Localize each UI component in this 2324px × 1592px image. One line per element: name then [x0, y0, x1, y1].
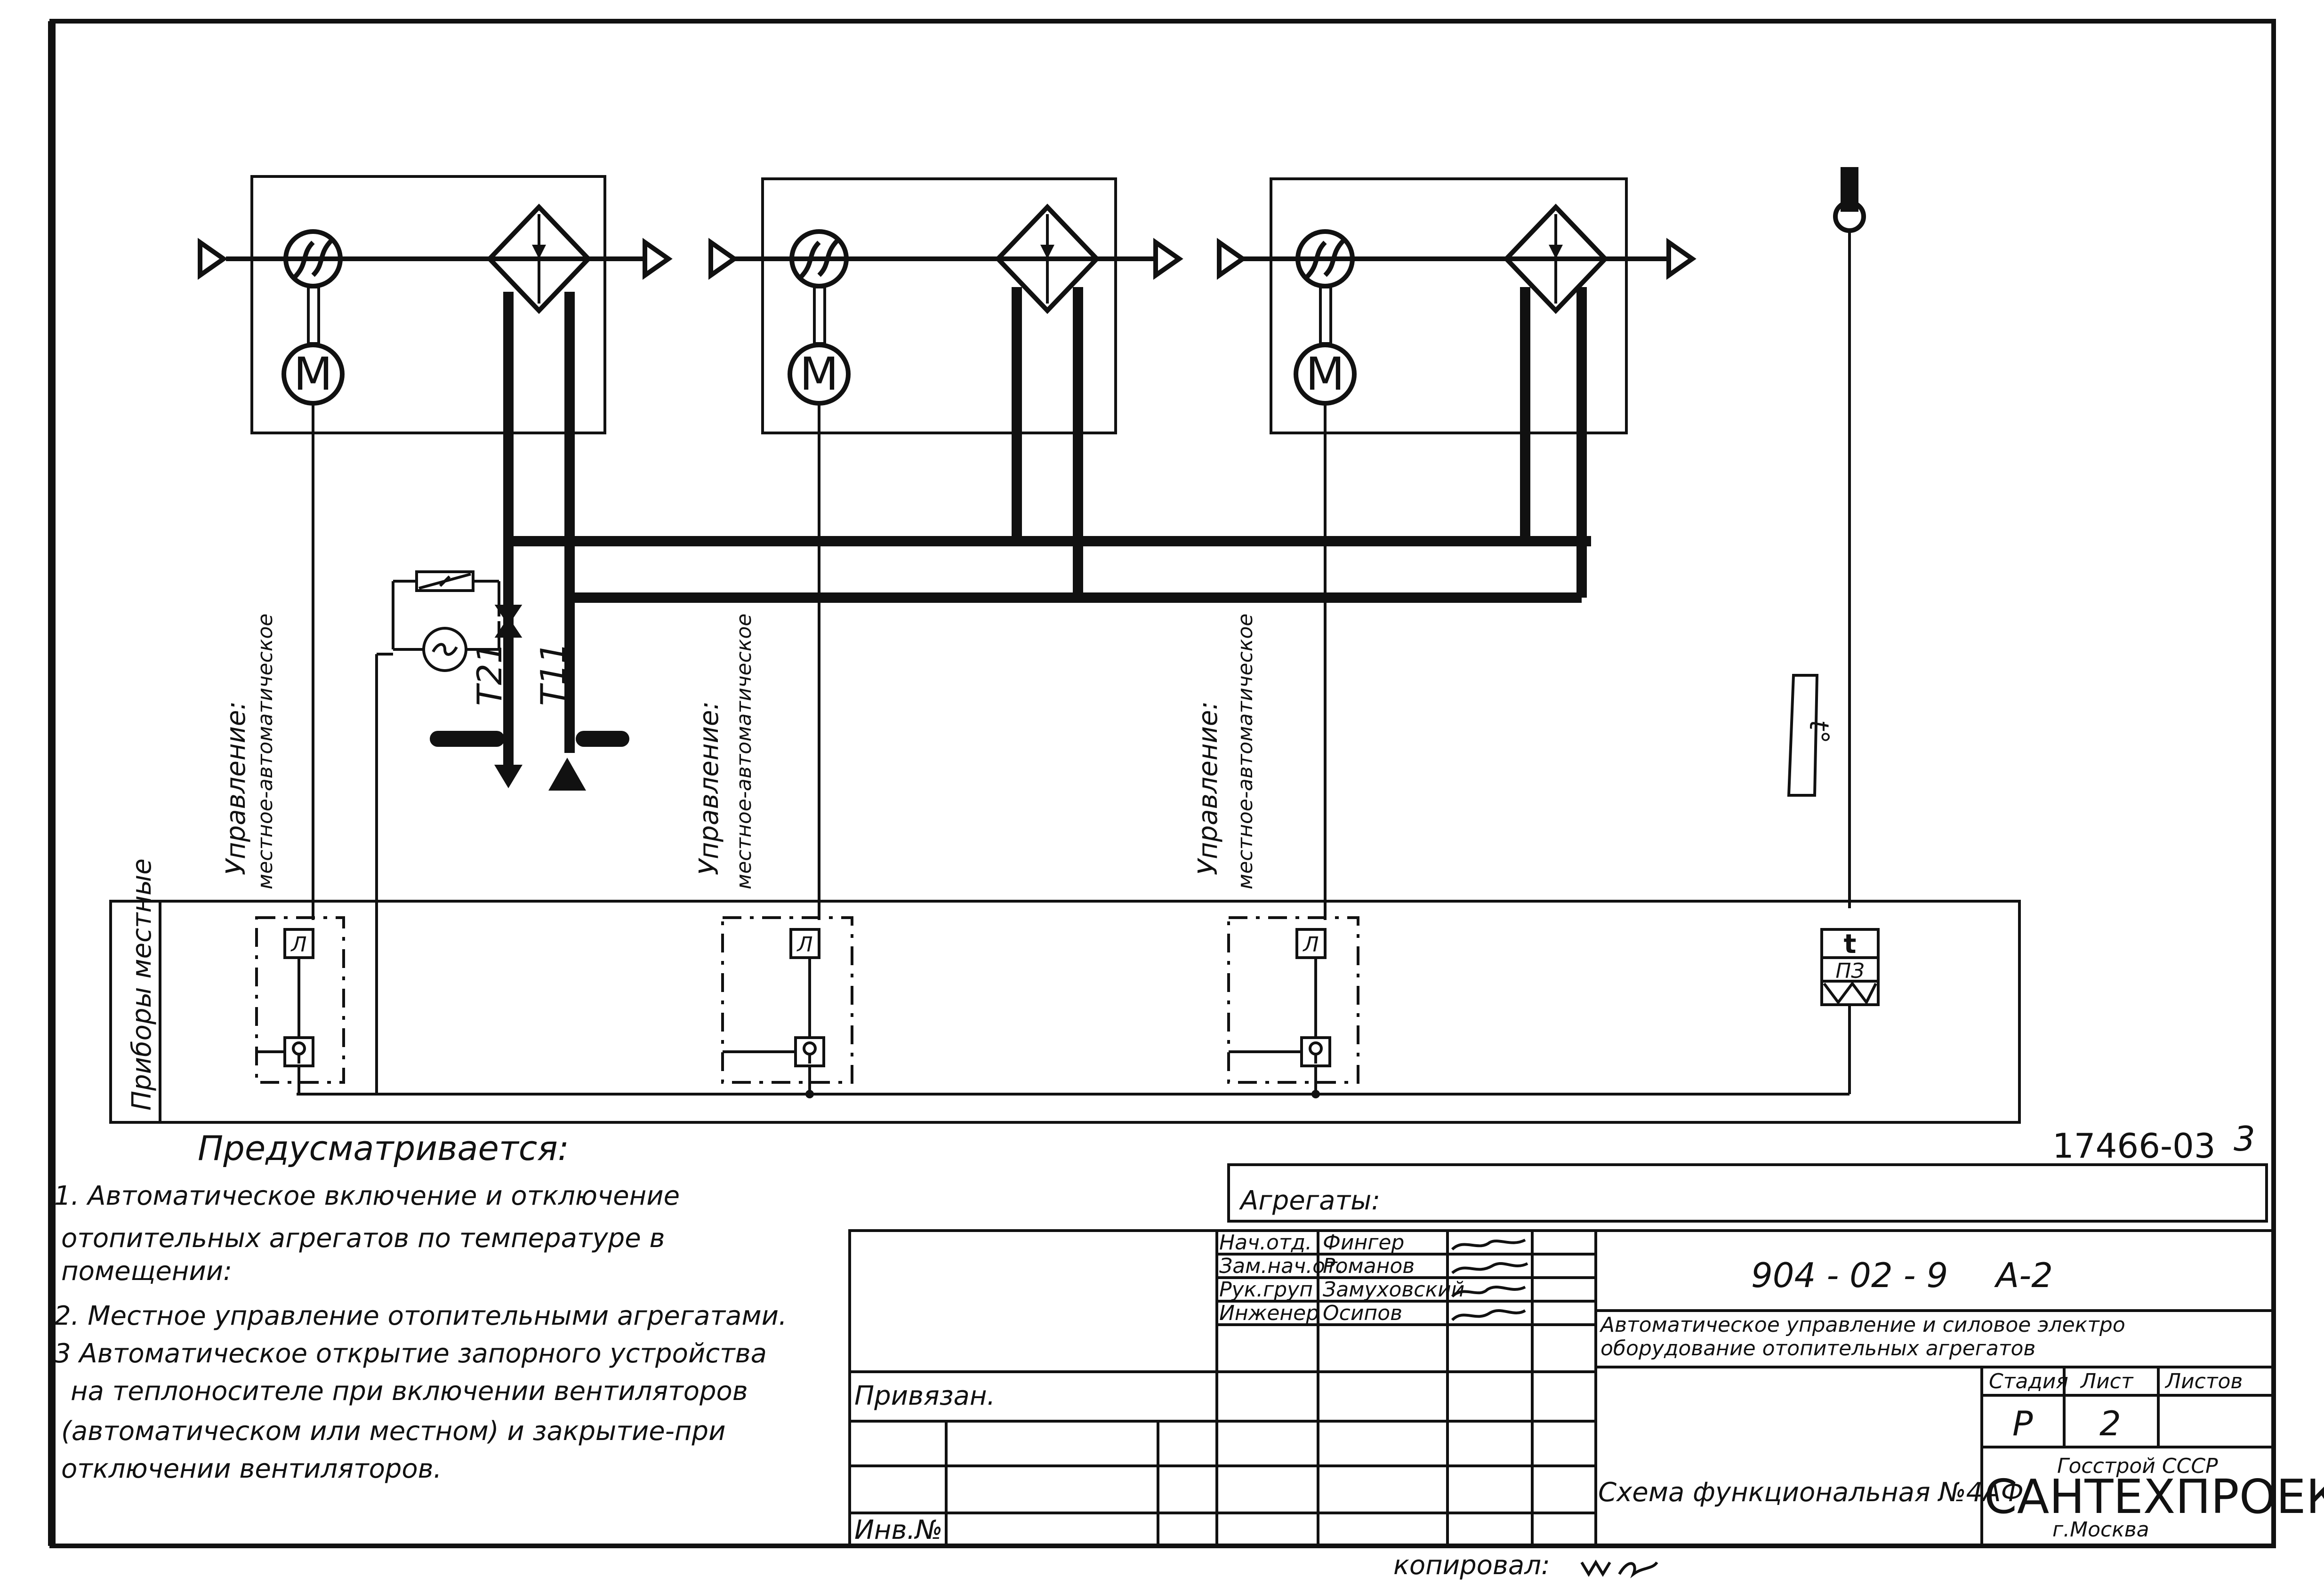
page-mark: 3 [2234, 1119, 2255, 1159]
copied-signature [1580, 1560, 1658, 1578]
local-devices-panel: Приборы местные [109, 858, 2021, 1124]
signature-3 [1451, 1286, 1526, 1298]
note-line-7: (автоматическом или местном) и закрытие-… [61, 1416, 725, 1447]
doc-title-line1: Автоматическое управление и силовое элек… [1599, 1313, 2125, 1337]
unit-1-frame [250, 175, 606, 434]
staff-role-1: Нач.отд. [1219, 1231, 1312, 1255]
note-line-5: 3 Автоматическое открытие запорного устр… [54, 1338, 767, 1369]
unit-1-relay-label: Л [290, 933, 306, 957]
staff-name-4: Осипов [1323, 1301, 1402, 1325]
stage-header: Стадия [1989, 1369, 2068, 1393]
unit-2-control-mode: местное-автоматическое [732, 614, 756, 889]
unit-3-air-inlet-arrow [1217, 238, 1247, 280]
signature-1 [1451, 1239, 1526, 1251]
unit-2-shaft [813, 286, 826, 345]
inv-label: Инв.№ [854, 1515, 943, 1545]
controller-label: ПЗ [1835, 959, 1864, 983]
heating-unit-2: M [708, 177, 1183, 920]
unit-3-relay-label: Л [1302, 933, 1319, 957]
doc-title-line2: оборудование отопительных агрегатов [1600, 1336, 2035, 1360]
aggregates-box [1227, 1163, 2268, 1223]
unit-1-motor-label: M [294, 348, 333, 400]
project-code: 904 - 02 - 9 [1751, 1256, 1948, 1295]
unit-1-heater-icon [486, 203, 592, 314]
staff-role-2: Зам.нач.от. [1219, 1254, 1344, 1278]
unit-2-heater-icon [995, 203, 1100, 314]
staff-name-2: Романов [1323, 1254, 1415, 1278]
org-name: САНТЕХПРОЕКТ [1984, 1469, 2324, 1524]
unit-3-air-outlet-arrow [1666, 238, 1697, 280]
unit-3-starter-box [1295, 928, 1327, 959]
sensor-tag: t° [1803, 720, 1834, 744]
note-line-8: отключении вентиляторов. [61, 1454, 442, 1484]
unit-3-frame [1270, 177, 1628, 434]
supply-flow-arrow [548, 758, 586, 791]
signature-2 [1451, 1262, 1528, 1274]
unit-3-shaft [1319, 286, 1332, 345]
stage-value: Р [2012, 1404, 2033, 1443]
unit-2-frame [761, 177, 1117, 434]
room-thermometer: t° [1787, 167, 1866, 908]
copied-label: копировал: [1393, 1550, 1550, 1581]
bound-label: Привязан. [854, 1381, 995, 1411]
unit-2-motor-label: M [800, 348, 839, 400]
notes: Предусматривается: 1. Автоматическое вкл… [54, 1128, 787, 1484]
unit-3-control-mode: местное-автоматическое [1233, 614, 1257, 889]
unit-2-control-caption: Управление: [694, 701, 724, 875]
control-box-unit-3: Л Управление: местное-автоматическое [1193, 614, 1359, 1098]
local-devices-frame [109, 900, 2021, 1124]
control-box-unit-1: Л Управление: местное-автоматическое [221, 614, 345, 1094]
supply-pipe-label: Т11 [533, 642, 573, 706]
aggregates-label: Агрегаты: [1239, 1185, 1380, 1216]
staff-name-3: Замуховский [1323, 1278, 1464, 1302]
note-line-6: на теплоносителе при включении вентилято… [71, 1376, 748, 1407]
heating-unit-3: M [1217, 177, 1697, 920]
unit-3-heater-icon [1503, 203, 1608, 314]
unit-1-air-outlet-arrow [643, 238, 673, 280]
thermostat-controller: t ПЗ [1820, 928, 1880, 1094]
unit-2-air-inlet-arrow [708, 238, 739, 280]
unit-2-relay-label: Л [796, 933, 812, 957]
note-line-3: помещении: [61, 1256, 232, 1287]
staff-role-4: Инженер [1219, 1301, 1319, 1325]
unit-3-motor-label: M [1306, 348, 1345, 400]
thermostat-label: t [1844, 929, 1857, 960]
note-line-1: 1. Автоматическое включение и отключение [54, 1181, 680, 1211]
unit-2-air-outlet-arrow [1153, 238, 1183, 280]
org-city: г.Москва [2052, 1518, 2149, 1542]
sheets-header: Листов [2164, 1369, 2243, 1393]
unit-3-control-caption: Управление: [1193, 701, 1223, 875]
control-box-unit-2: Л Управление: местное-автоматическое [694, 614, 853, 1098]
heating-unit-1: M [198, 175, 673, 920]
unit-1-control-mode: местное-автоматическое [253, 614, 277, 889]
sheet-header: Лист [2080, 1369, 2134, 1393]
org-top: Госстрой СССР [2057, 1454, 2218, 1478]
scheme-name: Схема функциональная №4АФ [1598, 1477, 2024, 1508]
return-pipe-label: Т21 [470, 642, 509, 706]
unit-1-air-inlet-arrow [198, 238, 228, 280]
return-flow-arrow [494, 765, 523, 788]
doc-number: 17466-03 [2052, 1126, 2216, 1166]
album-code: А-2 [1994, 1256, 2053, 1295]
staff-role-3: Рук.груп [1219, 1278, 1313, 1302]
signature-4 [1451, 1309, 1526, 1321]
sensor-tag-box [1787, 674, 1819, 797]
staff-name-1: Фингер [1323, 1231, 1404, 1255]
heat-carrier-piping: Т21 Т11 [375, 287, 1591, 1094]
unit-2-starter-box [789, 928, 820, 959]
notes-heading: Предусматривается: [198, 1128, 569, 1168]
unit-1-shaft [307, 286, 320, 345]
unit-1-control-caption: Управление: [221, 701, 251, 875]
note-line-2: отопительных агрегатов по температуре в [61, 1223, 665, 1254]
sheet-value: 2 [2099, 1404, 2121, 1443]
title-block: 17466-03 3 Агрегаты: Нач.отд. Фингер Зам… [848, 1119, 2324, 1581]
note-line-4: 2. Местное управление отопительными агре… [54, 1301, 787, 1331]
local-devices-label: Приборы местные [127, 858, 157, 1111]
